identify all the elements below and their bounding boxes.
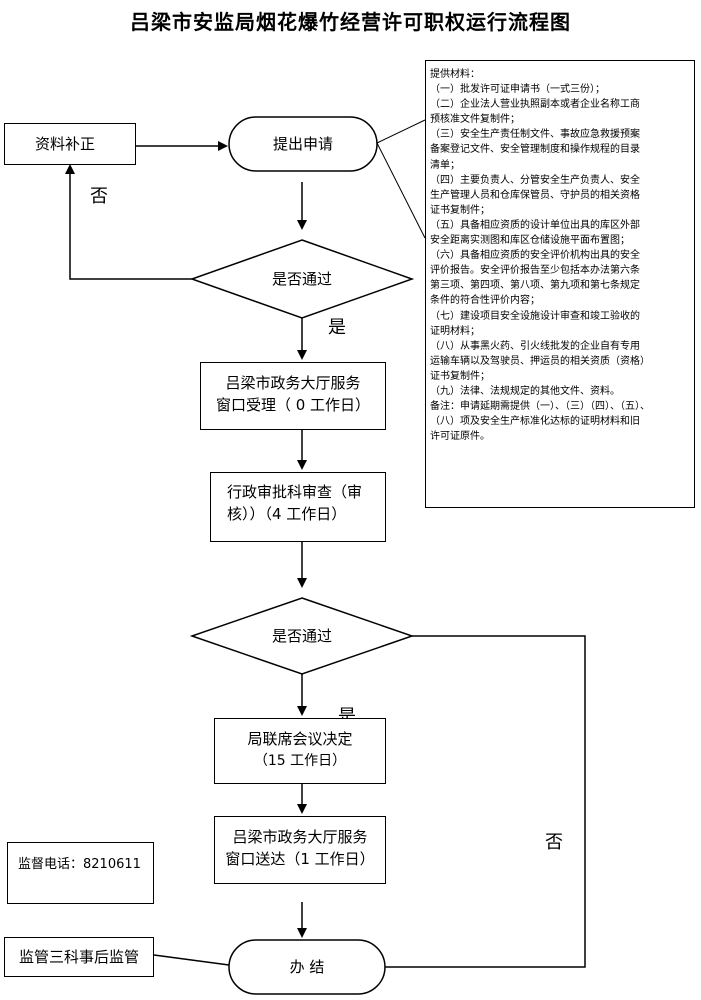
supplement-box: 资料补正 bbox=[4, 123, 136, 165]
phone-label: 监督电话：8210611 bbox=[18, 857, 141, 872]
meeting-line-2: （15 工作日） bbox=[253, 753, 347, 769]
accept-line-1: 吕梁市政务大厅服务 bbox=[225, 374, 361, 392]
materials-item: 证明材料； bbox=[430, 325, 480, 337]
materials-item: 第三项、第四项、第八项、第九项和第七条规定 bbox=[430, 280, 640, 292]
materials-item: 证书复制件； bbox=[430, 370, 490, 382]
page-title: 吕梁市安监局烟花爆竹经营许可职权运行流程图 bbox=[130, 10, 571, 34]
materials-item: （四）主要负责人、分管安全生产负责人、安全 bbox=[430, 174, 640, 186]
materials-item: 生产管理人员和仓库保管员、守护员的相关资格 bbox=[430, 189, 640, 201]
supervise-label: 监管三科事后监管 bbox=[19, 948, 140, 966]
materials-list: （一）批发许可证申请书（一式三份）； （二）企业法人营业执照副本或者企业名称工商预… bbox=[430, 82, 690, 444]
materials-item: （一）批发许可证申请书（一式三份）； bbox=[430, 84, 605, 96]
finish-label: 办 结 bbox=[289, 958, 325, 976]
materials-item: （七）建设项目安全设施设计审查和竣工验收的 bbox=[430, 310, 640, 322]
meeting-line-1: 局联席会议决定 bbox=[247, 730, 353, 748]
no-label-1: 否 bbox=[90, 186, 108, 207]
materials-item: 评价报告。安全评价报告至少包括本办法第六条 bbox=[430, 265, 640, 277]
deliver-line-2: 窗口送达（1 工作日） bbox=[225, 850, 375, 868]
accept-line-2: 窗口受理（ 0 工作日） bbox=[215, 396, 371, 414]
accept-box: 吕梁市政务大厅服务 窗口受理（ 0 工作日） bbox=[200, 362, 386, 430]
materials-box: 提供材料： （一）批发许可证申请书（一式三份）； （二）企业法人营业执照副本或者企… bbox=[425, 60, 695, 508]
review-line-1: 行政审批科审查（审 bbox=[227, 483, 363, 501]
materials-item: 许可证原件。 bbox=[430, 431, 490, 443]
supervise-box: 监管三科事后监管 bbox=[4, 937, 154, 977]
materials-item: （九）法律、法规规定的其他文件、资料。 bbox=[430, 385, 620, 397]
decision-1-label: 是否通过 bbox=[271, 270, 332, 288]
decision-1: 是否通过 bbox=[192, 268, 412, 290]
submit-node: 提出申请 bbox=[229, 117, 377, 171]
materials-item: 备案登记文件、安全管理制度和操作规程的目录 bbox=[430, 144, 640, 156]
no-label-2: 否 bbox=[545, 832, 563, 853]
review-line-2: 核））（4 工作日） bbox=[227, 505, 347, 523]
materials-item: 条件的符合性评价内容； bbox=[430, 295, 540, 307]
meeting-box: 局联席会议决定 （15 工作日） bbox=[214, 718, 386, 784]
materials-item: 运输车辆以及驾驶员、押运员的相关资质（资格） bbox=[430, 355, 650, 367]
phone-box: 监督电话：8210611 bbox=[7, 842, 154, 904]
submit-label: 提出申请 bbox=[272, 135, 333, 153]
deliver-box: 吕梁市政务大厅服务 窗口送达（1 工作日） bbox=[214, 816, 386, 884]
supplement-label: 资料补正 bbox=[35, 135, 96, 153]
materials-item: （八）从事黑火药、引火线批发的企业自有专用 bbox=[430, 340, 640, 352]
materials-item: 清单； bbox=[430, 159, 460, 171]
finish-node: 办 结 bbox=[229, 940, 385, 994]
materials-item: （二）企业法人营业执照副本或者企业名称工商 bbox=[430, 99, 640, 111]
deliver-line-1: 吕梁市政务大厅服务 bbox=[232, 828, 368, 846]
decision-2: 是否通过 bbox=[192, 625, 412, 647]
materials-heading: 提供材料： bbox=[430, 69, 480, 80]
materials-item: （三）安全生产责任制文件、事故应急救援预案 bbox=[430, 129, 640, 141]
decision-2-label: 是否通过 bbox=[271, 627, 332, 645]
materials-item: 安全距离实测图和库区仓储设施平面布置图； bbox=[430, 235, 630, 247]
materials-item: （五）具备相应资质的设计单位出具的库区外部 bbox=[430, 219, 640, 231]
materials-item: 预核准文件复制件； bbox=[430, 114, 520, 126]
yes-label-1: 是 bbox=[328, 317, 346, 338]
materials-item: （八）项及安全生产标准化达标的证明材料和旧 bbox=[430, 416, 640, 428]
review-box: 行政审批科审查（审 核））（4 工作日） bbox=[210, 472, 386, 542]
materials-item: 备注：申请延期需提供（一）、（三）（四）、（五）、 bbox=[430, 401, 650, 413]
materials-item: （六）具备相应资质的安全评价机构出具的安全 bbox=[430, 250, 640, 262]
materials-item: 证书复制件； bbox=[430, 204, 490, 216]
